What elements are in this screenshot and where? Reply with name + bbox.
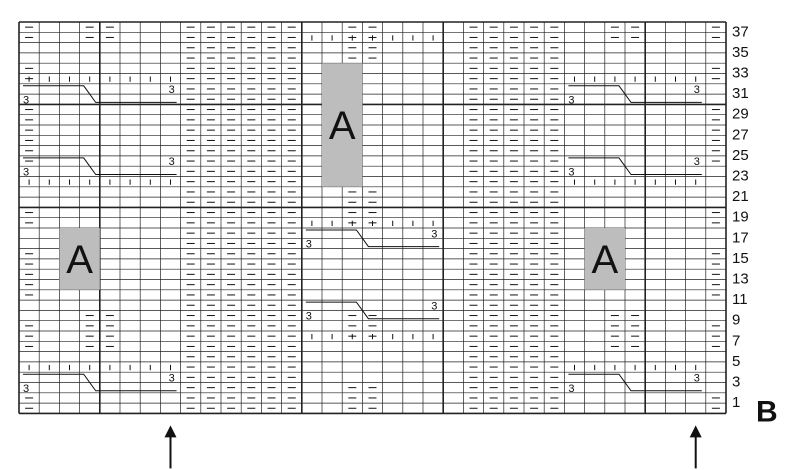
panel-a-block — [59, 228, 100, 290]
row-number: 15 — [732, 250, 749, 267]
row-number: 1 — [732, 394, 740, 411]
cable-label: 3 — [694, 156, 700, 168]
cable-label: 3 — [23, 167, 29, 179]
row-number: 21 — [732, 188, 749, 205]
panel-a-block — [322, 63, 363, 187]
cable-cross — [23, 85, 177, 103]
chart-grid — [18, 21, 727, 415]
cable-cross — [23, 373, 177, 392]
side-label-b: B — [756, 395, 778, 428]
row-number: 25 — [732, 147, 749, 164]
panel-a-label: A — [329, 104, 356, 148]
cable-cross — [568, 373, 702, 392]
row-number: 27 — [732, 126, 749, 143]
cable-label: 3 — [694, 84, 700, 96]
panel-a-block — [584, 228, 625, 290]
row-number: 5 — [732, 353, 740, 370]
row-number: 3 — [732, 374, 740, 391]
cable-cross — [568, 85, 702, 103]
cable-label: 3 — [169, 156, 175, 168]
row-number: 17 — [732, 229, 749, 246]
row-number: 13 — [732, 271, 749, 288]
cable-label: 3 — [23, 383, 29, 395]
cable-label: 3 — [431, 300, 437, 312]
cable-cross — [568, 157, 702, 175]
row-number: 35 — [732, 44, 749, 61]
arrow-head — [164, 425, 177, 438]
cable-label: 3 — [568, 94, 574, 106]
panel-a-label: A — [66, 238, 93, 282]
cable-label: 3 — [694, 373, 700, 385]
row-number: 33 — [732, 65, 749, 82]
row-number: 31 — [732, 85, 749, 102]
cable-label: 3 — [431, 228, 437, 240]
cable-label: 3 — [169, 373, 175, 385]
panel-a-label: A — [591, 238, 618, 282]
cable-cross — [305, 229, 440, 248]
cable-label: 3 — [23, 94, 29, 106]
row-number: 23 — [732, 168, 749, 185]
cable-label: 3 — [306, 311, 312, 323]
cable-label: 3 — [169, 84, 175, 96]
arrow-head — [689, 425, 702, 438]
cable-label: 3 — [306, 239, 312, 251]
row-number: 7 — [732, 332, 740, 349]
cable-label: 3 — [568, 167, 574, 179]
cable-label: 3 — [568, 383, 574, 395]
arrows — [164, 425, 702, 469]
row-number: 9 — [732, 312, 740, 329]
row-number: 11 — [732, 291, 748, 308]
row-number: 29 — [732, 106, 749, 123]
cable-cross — [305, 301, 440, 320]
row-number: 37 — [732, 23, 749, 40]
panel-a-blocks: A A A — [59, 63, 625, 290]
stitch-symbols: 3 3 3 3 3 3 3 3 3 3 3 3 3 3 3 3 — [23, 26, 720, 409]
row-number: 19 — [732, 209, 749, 226]
cable-cross — [23, 157, 177, 175]
